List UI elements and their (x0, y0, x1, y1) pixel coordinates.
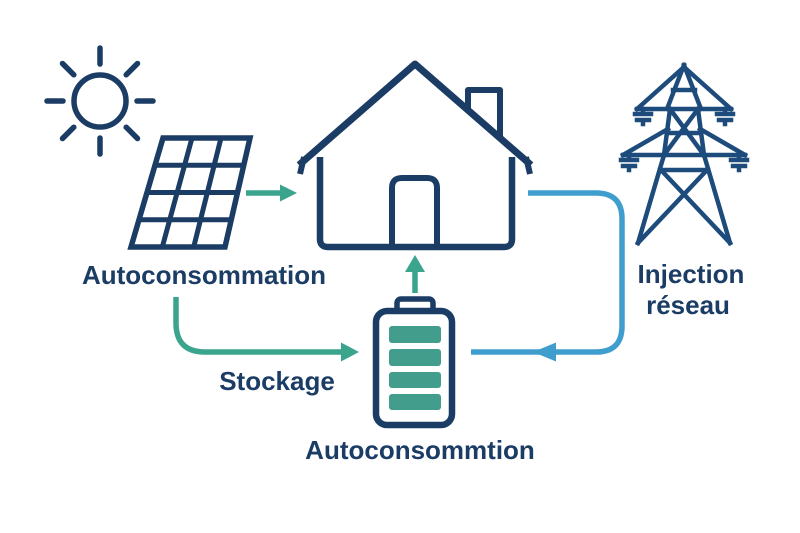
house-icon (296, 60, 534, 251)
solar-self-consumption-label: Autoconsommation (82, 260, 326, 290)
grid-flow-arrowhead (533, 342, 556, 362)
storage-label: Stockage (219, 366, 335, 396)
electricity-pylon-icon (618, 62, 750, 247)
panel-to-house-arrow (246, 184, 297, 202)
sun-icon (44, 45, 156, 157)
battery-self-consumption-label: Autoconsommtion (305, 435, 535, 465)
storage-flow-arrowhead (341, 342, 359, 362)
grid-injection-label-line1: Injection (638, 259, 745, 289)
grid-injection-label-line2: réseau (646, 290, 730, 320)
grid-flow-line (471, 190, 625, 362)
storage-flow-line (173, 297, 359, 362)
battery-icon (372, 296, 456, 429)
battery-to-house-arrow (405, 255, 425, 293)
solar-panel-icon (127, 135, 254, 250)
